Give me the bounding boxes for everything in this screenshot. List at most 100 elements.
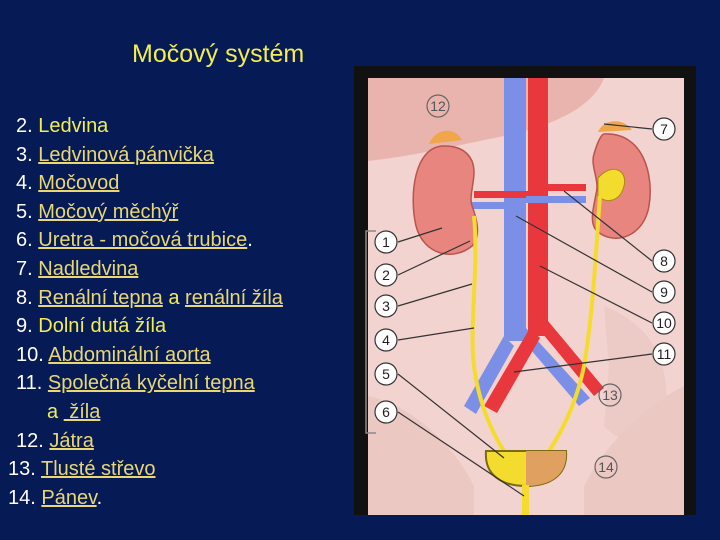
iliac-artery-left (484, 328, 540, 413)
list-item: 5. Močový měchýř (0, 198, 350, 227)
item-text: a (162, 286, 186, 309)
item-text: Ledvina (38, 115, 109, 137)
item-number: 10. (16, 343, 44, 366)
label-7: 7 (652, 117, 676, 141)
leader-line (397, 373, 505, 459)
label-14: 14 (594, 455, 618, 479)
label-text: 13 (602, 387, 618, 403)
list-item: a žíla (0, 398, 350, 427)
list-item: 14. Pánev. (0, 484, 350, 513)
label-8: 8 (652, 249, 676, 273)
leader-line (397, 283, 473, 307)
label-13: 13 (598, 383, 622, 407)
item-link[interactable]: Močový měchýř (38, 200, 179, 223)
list-item: 12. Játra (0, 427, 350, 456)
leader-line (397, 411, 525, 497)
item-text: . (96, 486, 103, 509)
item-link[interactable]: Ledvinová pánvička (38, 143, 214, 166)
label-text: 3 (382, 298, 390, 314)
label-1: 1 (374, 230, 398, 254)
list-item: 9. Dolní dutá žíla (0, 312, 350, 341)
list-item: 8. Renální tepna a renální žíla (0, 284, 350, 313)
legend-list: 2. Ledvina 3. Ledvinová pánvička 4. Močo… (0, 112, 350, 512)
label-4: 4 (374, 328, 398, 352)
item-number: 6. (16, 229, 33, 252)
label-3: 3 (374, 294, 398, 318)
item-number: 3. (16, 143, 33, 166)
urethra (522, 485, 529, 515)
item-link[interactable]: Abdominální aorta (48, 343, 211, 366)
label-text: 6 (382, 404, 390, 420)
list-item: 4. Močovod (0, 169, 350, 198)
renal-pelvis (597, 168, 626, 202)
label-2: 2 (374, 263, 398, 287)
renal-vein-left (472, 202, 506, 209)
ureter-left (470, 215, 506, 453)
leader-line (539, 265, 653, 324)
label-11: 11 (652, 342, 676, 366)
renal-artery-right (548, 184, 586, 191)
leader-line (513, 353, 653, 373)
ureter-right (547, 195, 602, 453)
item-link[interactable]: Renální tepna (38, 286, 163, 309)
item-link[interactable]: Pánev (41, 486, 97, 509)
list-item: 10. Abdominální aorta (0, 341, 350, 370)
leader-lines (397, 123, 653, 497)
item-number: 12. (16, 429, 44, 452)
item-link[interactable]: Močovod (38, 172, 120, 195)
bracket-left (365, 230, 376, 434)
list-item: 13. Tlusté střevo (0, 455, 350, 484)
label-text: 8 (660, 253, 668, 269)
label-12: 12 (426, 94, 450, 118)
leader-line (563, 190, 653, 262)
label-text: 4 (382, 332, 390, 348)
item-number: 13. (8, 458, 36, 481)
leader-line (603, 123, 653, 130)
pelvis-shape (368, 396, 474, 515)
leader-line (397, 240, 471, 276)
renal-artery-left (474, 191, 528, 198)
item-number: 11. (16, 372, 43, 395)
kidney-left (412, 145, 479, 255)
item-number: 4. (16, 172, 33, 195)
label-text: 11 (657, 346, 672, 362)
item-text: a (47, 400, 64, 423)
page-title: Močový systém (132, 40, 305, 68)
vena-cava (504, 78, 526, 341)
label-text: 7 (660, 121, 668, 137)
label-text: 10 (656, 315, 672, 331)
item-link[interactable]: renální žíla (185, 286, 283, 309)
urinary-system-diagram: 1 2 3 4 5 6 7 8 9 10 11 12 13 14 (354, 66, 696, 515)
label-6: 6 (374, 400, 398, 424)
iliac-vein-left (464, 336, 514, 414)
item-number: 7. (16, 257, 33, 280)
item-link[interactable]: Společná kyčelní tepna (47, 372, 255, 395)
item-number: 14. (8, 486, 36, 509)
list-item: 7. Nadledvina (0, 255, 350, 284)
item-link[interactable]: Játra (49, 429, 94, 452)
item-text: Dolní dutá žíla (38, 315, 167, 338)
label-9: 9 (652, 280, 676, 304)
label-text: 5 (382, 366, 390, 382)
label-text: 14 (598, 459, 614, 475)
item-link[interactable]: Uretra - močová trubice (38, 229, 248, 252)
list-item: 11. Společná kyčelní tepna (0, 369, 350, 398)
label-text: 1 (382, 234, 390, 250)
item-link[interactable]: Nadledvina (38, 257, 139, 280)
leader-line (397, 327, 475, 341)
label-5: 5 (374, 362, 398, 386)
label-10: 10 (652, 311, 676, 335)
item-text: . (247, 229, 253, 252)
item-number: 8. (16, 286, 33, 309)
iliac-artery-right (538, 321, 604, 396)
aorta (528, 78, 548, 336)
item-number: 5. (16, 200, 33, 223)
item-link[interactable]: žíla (63, 400, 101, 423)
label-text: 9 (660, 284, 668, 300)
item-number: 2. (16, 115, 33, 137)
list-item: 3. Ledvinová pánvička (0, 141, 350, 170)
item-link[interactable]: Tlusté střevo (41, 458, 156, 481)
list-item: 2. Ledvina (0, 112, 350, 141)
leader-line (397, 227, 443, 243)
label-text: 12 (430, 98, 446, 114)
